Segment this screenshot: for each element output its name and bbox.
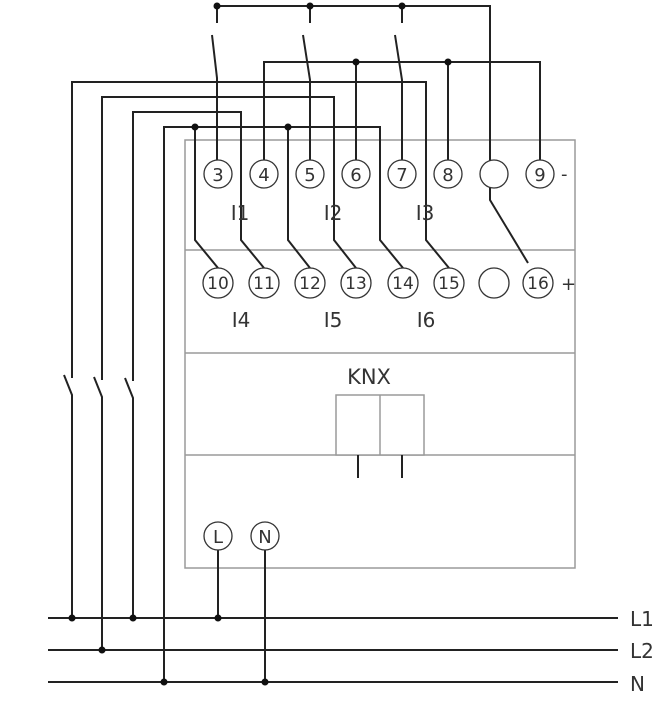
terminal-label: 13 (345, 274, 367, 294)
terminal-label: 3 (212, 165, 223, 186)
wire-common-9 (263, 61, 541, 160)
terminal (525, 159, 555, 189)
terminal (202, 267, 234, 299)
terminal (522, 267, 554, 299)
terminal-label: 15 (438, 274, 460, 294)
junction-dot (68, 614, 76, 622)
rail-label: L2 (630, 639, 654, 663)
terminal (249, 159, 279, 189)
input-label: I4 (232, 308, 251, 332)
wire-feed-14 (163, 126, 404, 682)
terminal-label: 14 (392, 274, 414, 294)
terminal (433, 159, 463, 189)
junction-dot (352, 58, 360, 66)
terminal (250, 521, 280, 551)
terminal (340, 267, 372, 299)
polarity-minus: - (561, 164, 568, 185)
junction-dots (68, 2, 452, 686)
junction-dot (284, 123, 292, 131)
junction-dot (129, 614, 137, 622)
terminal-row-top: 3 4 5 6 7 8 9 - (203, 159, 568, 189)
rail-labels: L1 L2 N (630, 607, 654, 696)
terminal-label: 7 (396, 165, 407, 186)
wire-feed-11 (124, 111, 265, 618)
input-label: I2 (324, 201, 343, 225)
wiring (48, 5, 618, 683)
polarity-plus: + (561, 274, 576, 295)
terminal-empty (479, 159, 509, 189)
junction-dot (213, 2, 221, 10)
terminal (294, 267, 326, 299)
junction-dot (98, 646, 106, 654)
terminal (203, 521, 233, 551)
terminal-label: 16 (527, 274, 549, 294)
terminal (248, 267, 280, 299)
terminal-label: 8 (442, 165, 453, 186)
terminal-label: 9 (534, 165, 545, 186)
terminal (387, 267, 419, 299)
input-label: I1 (231, 201, 250, 225)
terminal (295, 159, 325, 189)
input-label: I6 (417, 308, 436, 332)
junction-dot (160, 678, 168, 686)
terminal-label: 5 (304, 165, 315, 186)
input-labels-bottom: I4 I5 I6 (232, 308, 436, 332)
supply-terminals: L N (203, 521, 280, 551)
terminal-row-bottom: 10 11 12 13 14 15 16 + (202, 267, 576, 299)
terminal (387, 159, 417, 189)
rail-label: N (630, 672, 645, 696)
terminal-empty (478, 267, 510, 299)
terminal-label: L (213, 527, 223, 548)
terminal (203, 159, 233, 189)
wire-common-16 (211, 5, 529, 264)
input-label: I5 (324, 308, 343, 332)
junction-dot (444, 58, 452, 66)
terminal-label: 6 (350, 165, 361, 186)
wire-feed-10 (194, 127, 219, 269)
terminal-label: 10 (207, 274, 229, 294)
terminal-label: N (258, 527, 271, 548)
junction-dot (306, 2, 314, 10)
input-labels-top: I1 I2 I3 (231, 201, 435, 225)
knx-label: KNX (347, 365, 391, 389)
terminal-label: 4 (258, 165, 269, 186)
wire-feed-15 (63, 81, 450, 618)
rail-label: L1 (630, 607, 654, 631)
junction-dot (191, 123, 199, 131)
terminal (433, 267, 465, 299)
junction-dot (214, 614, 222, 622)
terminal-label: 11 (253, 274, 275, 294)
terminal-label: 12 (299, 274, 321, 294)
junction-dot (398, 2, 406, 10)
wire-feed-12 (287, 127, 311, 269)
input-label: I3 (416, 201, 435, 225)
terminal (341, 159, 371, 189)
junction-dot (261, 678, 269, 686)
wire-feed-13 (93, 96, 357, 650)
knx-connector: KNX (335, 365, 425, 478)
